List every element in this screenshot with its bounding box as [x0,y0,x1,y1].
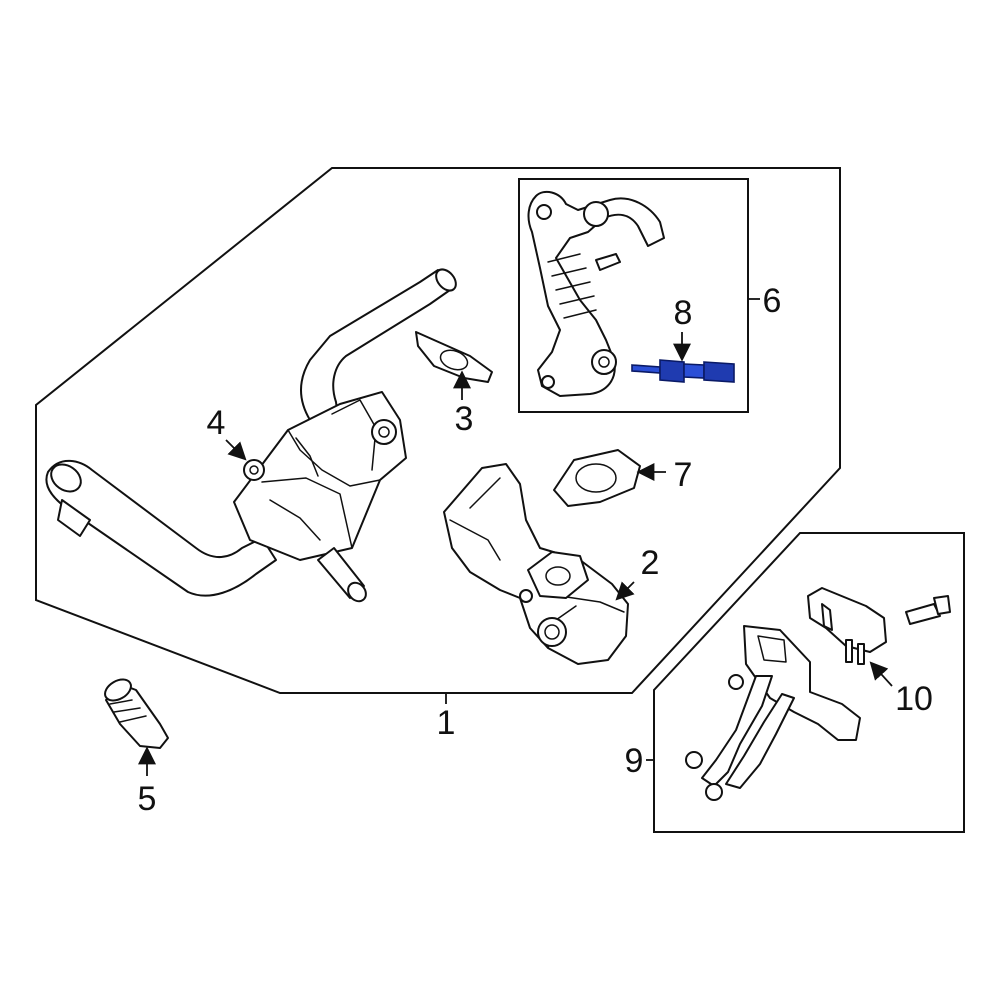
assembly-9-box [653,532,965,833]
callout-9: 9 [625,742,644,780]
temperature-sensor-part-8[interactable] [631,359,735,383]
leader-10 [869,661,893,687]
callout-7: 7 [674,456,693,494]
gasket-part-3[interactable] [415,331,493,383]
gasket-part-7[interactable] [553,449,641,507]
bracket-hoses-part-9[interactable] [685,625,861,801]
callout-4: 4 [207,404,226,442]
callout-3: 3 [455,400,474,438]
egr-tube-part-6[interactable] [527,190,665,397]
callout-10: 10 [895,680,933,718]
callout-6: 6 [763,282,782,320]
callout-8: 8 [674,294,693,332]
egr-valve-part-2[interactable] [443,463,629,665]
leader-4 [225,439,247,461]
pressure-sensor-part-10[interactable] [807,587,951,665]
callout-1: 1 [437,704,456,742]
assembly-1-outline [35,167,841,694]
assembly-6-box [518,178,749,413]
fitting-part-5[interactable] [101,675,169,749]
callout-5: 5 [138,780,157,818]
egr-cooler-part-4[interactable] [45,266,460,605]
leader-2 [615,581,635,601]
callout-2: 2 [641,544,660,582]
